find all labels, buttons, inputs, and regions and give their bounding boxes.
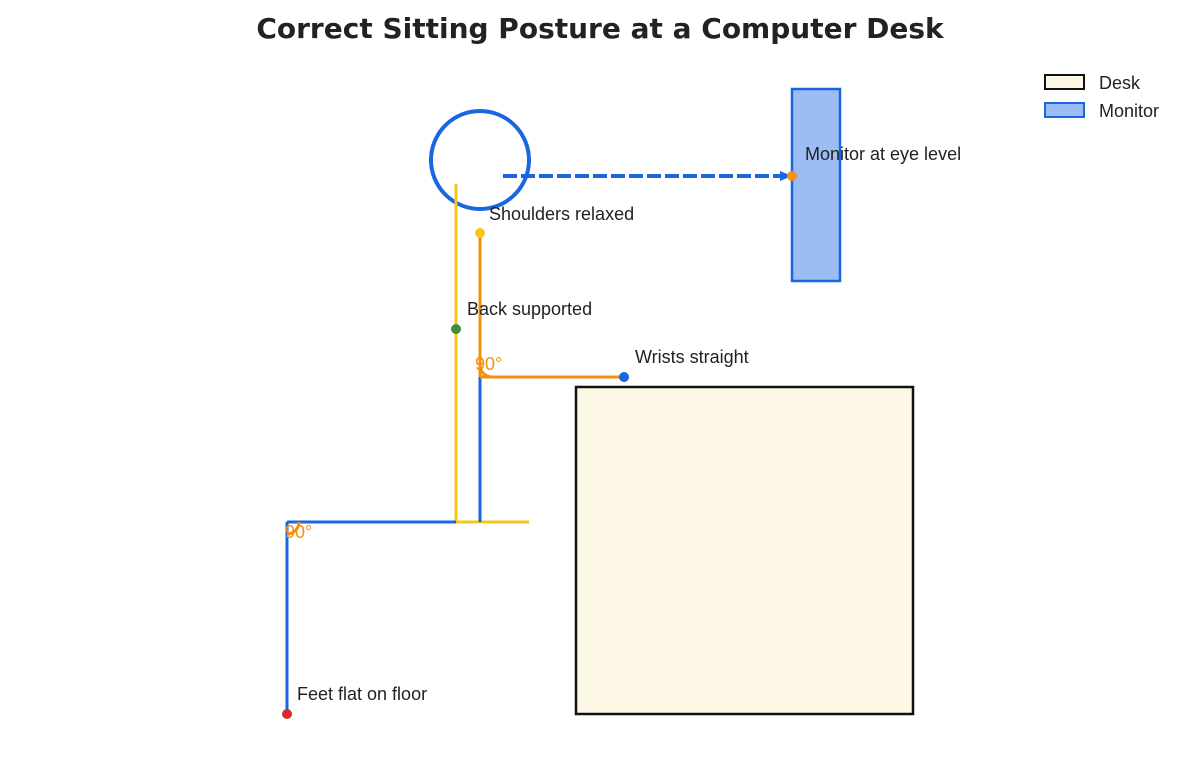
knee-angle-label: 90° [285, 522, 312, 542]
legend-swatch-desk [1044, 74, 1085, 90]
foot-point [282, 709, 292, 719]
legend-swatch-monitor [1044, 102, 1085, 118]
legend-label-desk: Desk [1099, 73, 1141, 93]
legend: Desk Monitor [1044, 73, 1159, 121]
wrists-annotation: Wrists straight [635, 347, 749, 367]
desk [574, 385, 915, 716]
wrist-point [619, 372, 629, 382]
knee-angle-arc [286, 521, 301, 536]
monitor [790, 87, 842, 283]
back-support-point [451, 324, 461, 334]
back-annotation: Back supported [467, 299, 592, 319]
feet-annotation: Feet flat on floor [297, 684, 427, 704]
elbow-angle-label: 90° [475, 354, 502, 374]
shoulder-point [475, 228, 485, 238]
elbow-angle-arc [478, 364, 493, 379]
head [429, 109, 531, 211]
shoulders-annotation: Shoulders relaxed [489, 204, 634, 224]
monitor-eye-level-point [787, 171, 797, 181]
diagram-title: Correct Sitting Posture at a Computer De… [256, 12, 945, 45]
legend-label-monitor: Monitor [1099, 101, 1159, 121]
monitor-annotation: Monitor at eye level [805, 144, 961, 164]
